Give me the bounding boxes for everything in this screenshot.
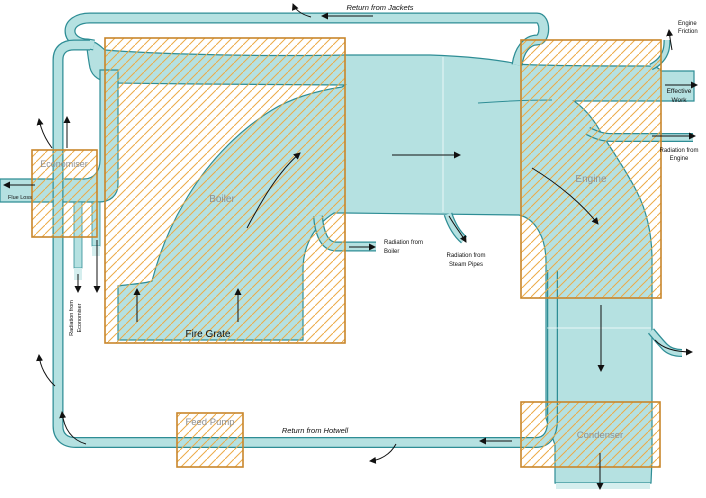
arrow-radiation-steam-pipes-down [448,215,467,243]
arrow-side-branch-right [654,339,693,356]
engine-box [520,39,662,299]
direction-arrows [3,3,698,490]
label-radiation-steam-pipes-1: Radiation from [446,253,485,259]
flow-economiser-loss-fade-2 [92,246,100,256]
label-radiation-economiser-2: Economiser [77,303,83,332]
arrow-left-up-curl [36,354,56,387]
label-return-from-hotwell: Return from Hotwell [282,426,349,435]
arrow-economiser-curl-up [36,118,53,149]
label-effective-work-1: Effective [667,88,692,95]
arrow-bend-curl-up [59,411,87,445]
label-radiation-boiler-2: Boiler [384,249,399,255]
label-radiation-economiser: Radiation from Economiser [69,300,83,336]
label-radiation-engine-2: Engine [670,156,689,162]
boiler-box [104,37,346,344]
label-boiler: Boiler [209,194,235,205]
label-radiation-economiser-1: Radiation from [69,300,75,336]
economiser-box [31,149,98,238]
feed-pump-box [176,412,244,468]
label-radiation-engine-1: Radiation from [659,148,698,154]
label-feed-pump: Feed Pump [185,417,234,428]
label-flue-loss: Flue Loss [8,195,32,201]
equipment-boxes [31,37,662,468]
arrow-hotwell-curl [369,443,397,464]
flow-exhaust-side-branch [647,328,683,357]
label-engine: Engine [575,174,607,185]
condenser-box [520,401,661,468]
label-radiation-steam-pipes-2: Steam Pipes [449,262,483,268]
label-radiation-boiler-1: Radiation from [384,240,423,246]
label-effective-work-2: Work [671,97,687,104]
arrow-engine-curve-down [531,167,599,225]
labels: Return from Jackets Return from Hotwell … [8,3,699,441]
arrow-engine-friction-up [666,29,674,51]
label-economiser: Economiser [40,159,88,169]
arrow-top-curl [291,3,312,18]
label-return-from-jackets: Return from Jackets [346,3,413,12]
label-fire-grate: Fire Grate [185,329,230,340]
arrow-boiler-up-curve [246,152,301,229]
label-engine-friction-1: Engine [678,21,697,27]
label-condenser: Condenser [577,430,623,441]
flow-condenser-waste-fade [556,483,650,489]
label-engine-friction-2: Friction [678,29,698,35]
